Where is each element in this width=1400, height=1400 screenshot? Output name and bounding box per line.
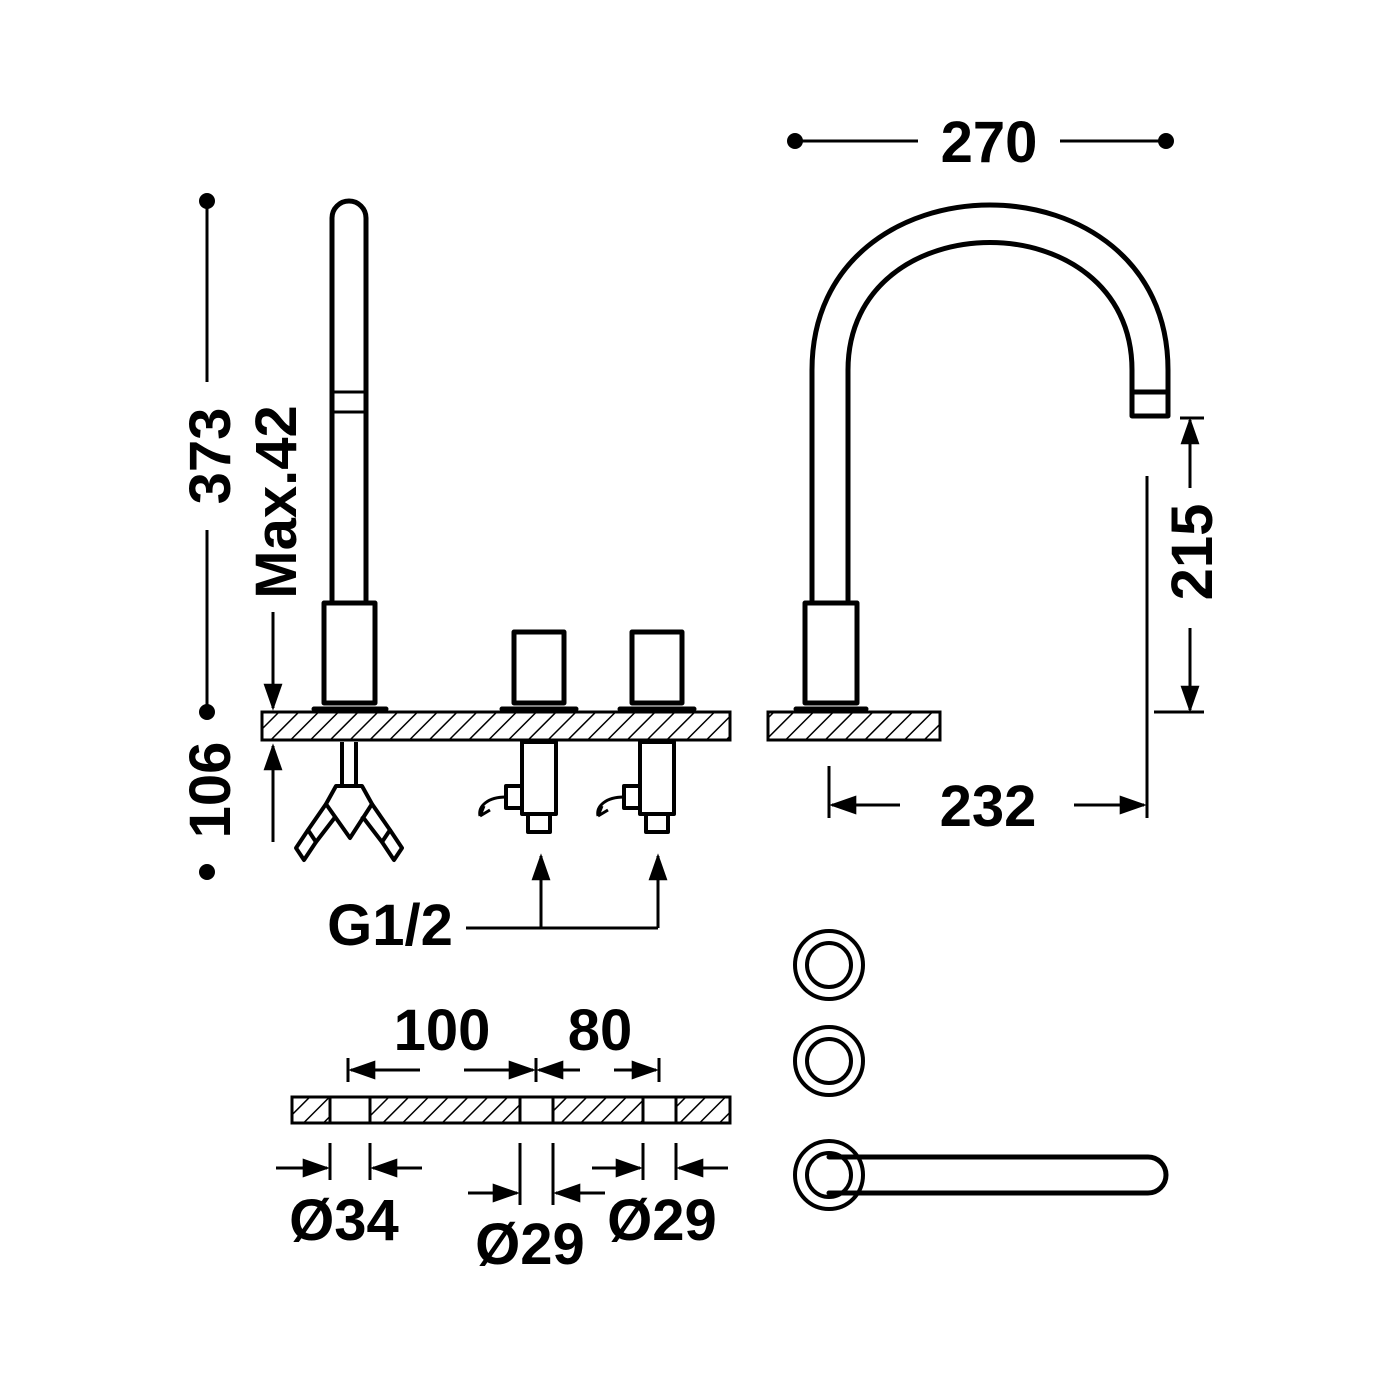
dimension-total-height: 373 <box>178 193 243 720</box>
dimension-label-270: 270 <box>941 110 1038 175</box>
valve-cold-side-view <box>596 629 697 834</box>
dimension-hole-spacing: 100 80 <box>346 998 661 1082</box>
connection-callout: G1/2 <box>327 853 668 958</box>
dimension-spout-reach: 270 <box>787 110 1174 175</box>
dimension-spout-height: 215 <box>1154 416 1225 714</box>
dimension-label-232: 232 <box>940 774 1037 839</box>
dimension-label-106: 106 <box>178 742 243 839</box>
spout-side-view <box>294 198 404 862</box>
dimension-label-d34: Ø34 <box>289 1188 399 1253</box>
dimension-spout-offset: 232 <box>827 476 1149 839</box>
valve-hot-side-view <box>478 629 579 834</box>
dimension-label-d29-right: Ø29 <box>607 1188 717 1253</box>
dimension-hole-diameters: Ø34 Ø29 Ø29 <box>276 1143 728 1277</box>
connection-label: G1/2 <box>327 893 453 958</box>
dimension-label-215: 215 <box>1160 504 1225 601</box>
dimension-label-80: 80 <box>568 998 633 1063</box>
top-view <box>793 929 1169 1211</box>
dimension-label-373: 373 <box>178 408 243 505</box>
dimension-label-max42: Max.42 <box>244 405 309 598</box>
dimension-below-deck: 106 <box>178 742 243 880</box>
dimension-label-d29-mid: Ø29 <box>475 1212 585 1277</box>
deck-left <box>260 710 732 742</box>
deck-right <box>766 710 942 742</box>
dimension-max-deck: Max.42 <box>244 405 309 842</box>
dimension-label-100: 100 <box>394 998 491 1063</box>
spout-front-view <box>793 202 1171 712</box>
deck-hole-layout <box>290 1095 732 1125</box>
